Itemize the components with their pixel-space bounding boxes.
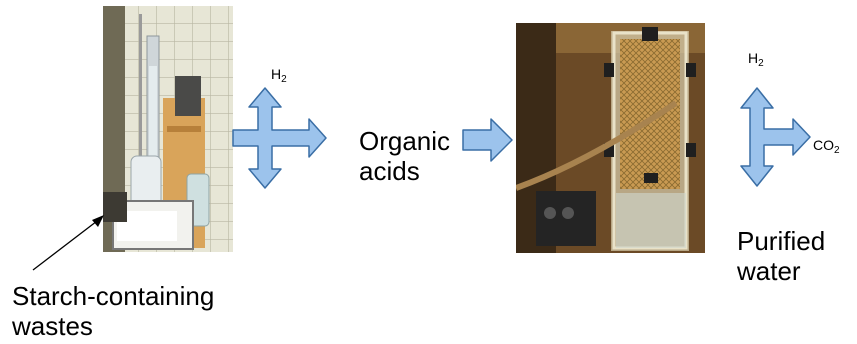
split-arrow-icon-right <box>740 87 811 187</box>
h2-label-left: H2 <box>271 66 287 85</box>
right-arrow-icon <box>462 118 513 162</box>
fermentation-reactor-photo <box>103 6 233 252</box>
organic-acids-label: Organic acids <box>359 126 451 186</box>
purified-water-label: Purified water <box>737 226 826 286</box>
h2-label-right: H2 <box>748 50 764 69</box>
co2-label: CO2 <box>813 137 840 156</box>
split-arrow-icon <box>232 87 327 189</box>
bioelectrochemical-cell-photo <box>516 23 705 253</box>
starch-wastes-label: Starch-containing wastes <box>12 281 215 341</box>
